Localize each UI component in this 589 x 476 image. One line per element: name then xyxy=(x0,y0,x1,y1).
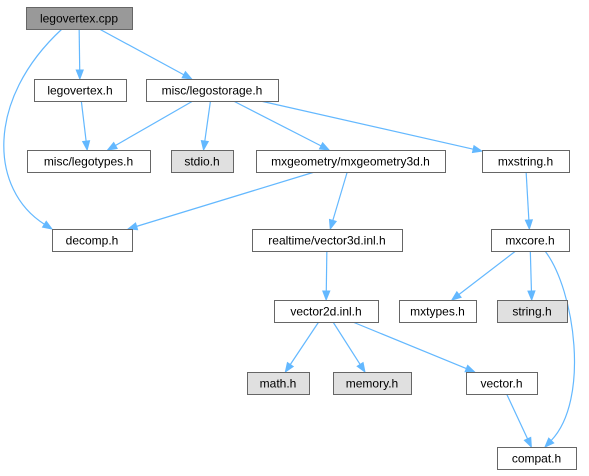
node-label: decomp.h xyxy=(66,234,119,248)
edge-vector3d-inl-h-to-vector2d-inl-h-arrowhead xyxy=(322,290,331,302)
node-box xyxy=(497,447,577,470)
node-box xyxy=(26,7,133,30)
node-box xyxy=(27,150,151,173)
node-label: string.h xyxy=(512,305,551,319)
edge-legovertex-h-to-legotypes-h-arrowhead xyxy=(81,140,91,152)
node-box xyxy=(274,300,379,323)
node-legotypes-h[interactable]: misc/legotypes.h xyxy=(27,150,151,173)
edge-legostorage-h-to-mxstring-h-arrowhead xyxy=(471,144,484,154)
node-label: vector2d.inl.h xyxy=(290,305,361,319)
edge-mxcore-h-to-compat-h-arrowhead xyxy=(544,437,555,448)
edge-mxcore-h-to-compat-h xyxy=(544,250,576,441)
node-label: stdio.h xyxy=(184,155,219,169)
node-box xyxy=(171,150,234,173)
node-vector2d-inl-h[interactable]: vector2d.inl.h xyxy=(274,300,379,323)
node-mxtypes-h[interactable]: mxtypes.h xyxy=(399,300,477,323)
edge-vector2d-inl-h-to-memory-h-arrowhead xyxy=(356,361,366,374)
edge-legovertex-cpp-to-decomp-h-arrowhead xyxy=(41,220,54,230)
node-math-h: math.h xyxy=(247,372,310,395)
node-legovertex-cpp[interactable]: legovertex.cpp xyxy=(26,7,133,30)
node-box xyxy=(256,150,446,173)
node-mxstring-h[interactable]: mxstring.h xyxy=(482,150,570,173)
edge-legovertex-cpp-to-decomp-h xyxy=(3,28,63,225)
node-box xyxy=(399,300,477,323)
edge-mxcore-h-to-string-h-arrowhead xyxy=(527,290,536,302)
edge-vector3d-inl-h-to-vector2d-inl-h xyxy=(325,250,328,292)
edge-mxcore-h-to-mxtypes-h xyxy=(458,250,517,295)
node-legovertex-h[interactable]: legovertex.h xyxy=(34,79,127,102)
edge-mxstring-h-to-mxcore-h xyxy=(525,171,530,221)
edge-mxgeometry3d-h-to-vector3d-inl-h xyxy=(332,171,348,221)
edge-legostorage-h-to-mxgeometry3d-h xyxy=(233,100,322,147)
edge-legostorage-h-to-mxstring-h xyxy=(260,100,474,150)
node-box xyxy=(146,79,279,102)
edge-legostorage-h-to-legotypes-h-arrowhead xyxy=(106,141,118,151)
edge-legostorage-h-to-stdio-h xyxy=(204,100,212,142)
node-box xyxy=(466,372,538,395)
edge-vector-h-to-compat-h xyxy=(506,393,529,440)
node-mxgeometry3d-h[interactable]: mxgeometry/mxgeometry3d.h xyxy=(256,150,446,173)
node-legostorage-h[interactable]: misc/legostorage.h xyxy=(146,79,279,102)
edge-legovertex-cpp-to-legostorage-h-arrowhead xyxy=(181,70,193,80)
node-box xyxy=(52,229,133,252)
node-label: compat.h xyxy=(512,452,561,466)
edge-legostorage-h-to-legotypes-h xyxy=(115,100,194,147)
node-box xyxy=(497,300,568,323)
edge-legostorage-h-to-mxgeometry3d-h-arrowhead xyxy=(318,141,331,151)
node-box xyxy=(333,372,412,395)
edge-vector2d-inl-h-to-math-h xyxy=(289,321,320,365)
node-box xyxy=(482,150,570,173)
node-label: misc/legostorage.h xyxy=(162,84,263,98)
edge-legovertex-cpp-to-legostorage-h xyxy=(99,28,185,76)
edge-legovertex-cpp-to-legovertex-h xyxy=(78,28,81,71)
node-label: mxcore.h xyxy=(505,234,554,248)
node-vector3d-inl-h[interactable]: realtime/vector3d.inl.h xyxy=(252,229,403,252)
edge-vector2d-inl-h-to-vector-h-arrowhead xyxy=(464,364,476,373)
edge-legovertex-cpp-to-legovertex-h-arrowhead xyxy=(75,69,84,81)
edge-legovertex-h-to-legotypes-h xyxy=(80,100,87,142)
node-vector-h[interactable]: vector.h xyxy=(466,372,538,395)
edge-mxcore-h-to-mxtypes-h-arrowhead xyxy=(450,290,462,301)
node-compat-h[interactable]: compat.h xyxy=(497,447,577,470)
node-label: misc/legotypes.h xyxy=(44,155,133,169)
node-label: legovertex.h xyxy=(47,84,112,98)
node-label: vector.h xyxy=(480,377,522,391)
edge-vector2d-inl-h-to-memory-h xyxy=(332,321,361,365)
edge-mxstring-h-to-mxcore-h-arrowhead xyxy=(524,219,534,231)
edge-mxgeometry3d-h-to-decomp-h xyxy=(136,171,315,227)
edge-vector-h-to-compat-h-arrowhead xyxy=(523,436,532,449)
edge-legostorage-h-to-stdio-h-arrowhead xyxy=(200,140,210,152)
edge-mxgeometry3d-h-to-decomp-h-arrowhead xyxy=(126,222,139,231)
edges-layer xyxy=(3,28,576,449)
edge-vector2d-inl-h-to-math-h-arrowhead xyxy=(284,361,295,374)
node-box xyxy=(247,372,310,395)
node-label: mxstring.h xyxy=(498,155,553,169)
edge-mxgeometry3d-h-to-vector3d-inl-h-arrowhead xyxy=(328,218,338,231)
node-box xyxy=(252,229,403,252)
edge-vector2d-inl-h-to-vector-h xyxy=(352,321,467,370)
node-label: legovertex.cpp xyxy=(40,12,118,26)
node-mxcore-h[interactable]: mxcore.h xyxy=(491,229,570,252)
node-box xyxy=(491,229,570,252)
node-decomp-h[interactable]: decomp.h xyxy=(52,229,133,252)
node-memory-h: memory.h xyxy=(333,372,412,395)
node-label: math.h xyxy=(260,377,297,391)
edge-mxcore-h-to-string-h xyxy=(529,250,533,292)
node-label: mxtypes.h xyxy=(410,305,465,319)
node-box xyxy=(34,79,127,102)
node-string-h: string.h xyxy=(497,300,568,323)
node-label: memory.h xyxy=(346,377,398,391)
nodes-layer: legovertex.cpp legovertex.h misc/legostora… xyxy=(26,7,577,470)
node-label: mxgeometry/mxgeometry3d.h xyxy=(271,155,430,169)
node-stdio-h: stdio.h xyxy=(171,150,234,173)
node-label: realtime/vector3d.inl.h xyxy=(268,234,385,248)
